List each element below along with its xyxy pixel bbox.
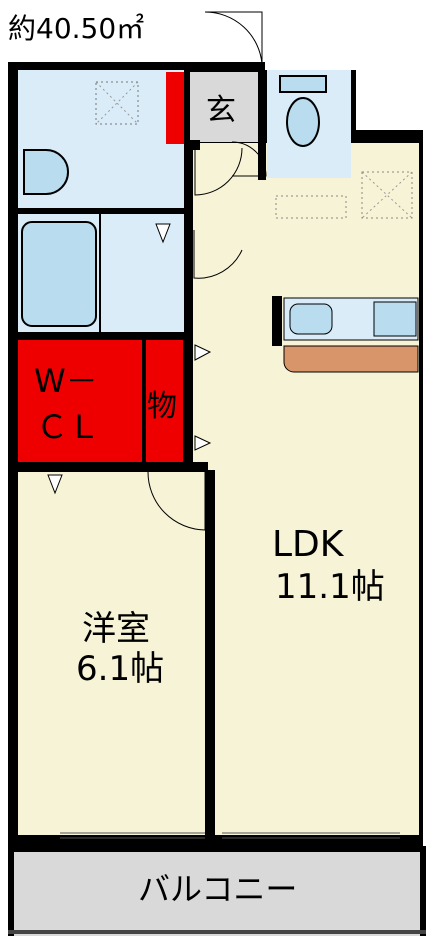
entrance-area (190, 72, 258, 142)
storage-shelf-icon (275, 195, 347, 219)
fridge-space-icon (361, 171, 413, 219)
balcony-label: バルコニー (138, 870, 297, 908)
area-label: 約40.50㎡ (8, 12, 144, 45)
washbasin-icon (95, 81, 139, 125)
closet-arrow-icon (47, 474, 63, 495)
toilet-door (231, 141, 267, 177)
bathroom-door (193, 230, 243, 279)
wcl-label-line2: ＣＬ (36, 408, 100, 446)
western-room-label: 洋室 (82, 609, 150, 649)
closet-arrow-icon (155, 223, 171, 244)
front-door (204, 11, 263, 65)
entrance-label: 玄 (206, 93, 236, 128)
toilet-icon (279, 75, 327, 147)
storage-arrow-icon (194, 435, 212, 451)
storage-label: 物 (147, 389, 177, 424)
western-room-floor (18, 472, 208, 835)
ldk-floor (193, 143, 419, 835)
ldk-label: LDK (272, 524, 345, 565)
counter (283, 345, 419, 373)
kitchen-sink-icon (289, 303, 333, 335)
stove-icon (373, 301, 417, 337)
sink-icon (23, 149, 69, 195)
shoe-closet (166, 72, 186, 144)
walk-in-closet (18, 340, 142, 462)
western-room-size: 6.1帖 (76, 649, 164, 689)
kitchen (272, 296, 419, 373)
storage-arrow-icon (194, 344, 212, 361)
storage-closet (146, 340, 183, 462)
ldk-size: 11.1帖 (275, 567, 385, 607)
washroom-door (194, 147, 243, 196)
bathtub-icon (21, 221, 97, 327)
wcl-label-line1: W－ (34, 362, 98, 400)
western-room-door (147, 471, 206, 531)
balcony (8, 846, 426, 936)
balcony-windows (60, 832, 400, 839)
